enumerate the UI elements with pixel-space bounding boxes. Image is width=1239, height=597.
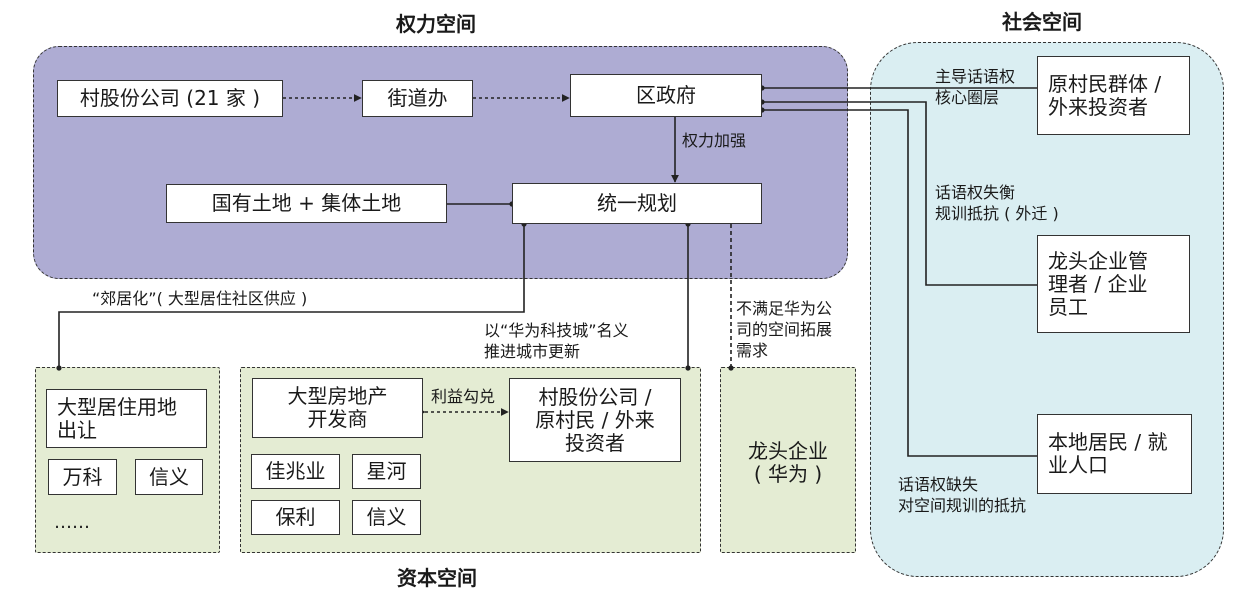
- dot-village-investors: [685, 365, 691, 371]
- land-box: 国有土地 + 集体土地: [166, 184, 447, 223]
- district-government-box: 区政府: [570, 74, 762, 117]
- unified-planning-box: 统一规划: [512, 183, 762, 224]
- power-strengthening-label: 权力加强: [682, 131, 747, 150]
- social-space-title: 社会空间: [1002, 10, 1082, 34]
- unmet-demand-label: 不满足华为公 司的空间拓展 需求: [736, 299, 833, 360]
- developer-xinghe-box: 星河: [352, 454, 421, 489]
- villagers-investors-box: 原村民群体 / 外来投资者: [1037, 56, 1190, 135]
- leading-enterprise-label: 龙头企业 ( 华为 ): [748, 439, 828, 486]
- dominant-discourse-label: 主导话语权 核心圈层: [935, 67, 1016, 107]
- developer-vanke-box: 万科: [48, 459, 117, 495]
- capital-space-huawei-region: [720, 367, 856, 553]
- line-district-to-residents: [762, 109, 1037, 457]
- suburbanization-label: “郊居化”( 大型居住社区供应 ): [92, 289, 308, 308]
- real-estate-developer-box: 大型房地产 开发商: [252, 378, 423, 438]
- village-company-investors-box: 村股份公司 / 原村民 / 外来 投资者: [509, 378, 681, 462]
- more-ellipsis: ……: [54, 512, 90, 533]
- developer-xinyi-box-2: 信义: [352, 500, 421, 535]
- capital-space-title: 资本空间: [397, 566, 477, 590]
- power-space-title: 权力空间: [396, 12, 476, 36]
- enterprise-managers-box: 龙头企业管 理者 / 企业 员工: [1037, 235, 1190, 333]
- dot-land-transfer: [56, 365, 62, 371]
- line-planning-to-land-transfer: [58, 224, 525, 368]
- village-company-box: 村股份公司 (21 家 ): [57, 80, 283, 117]
- interest-exchange-label: 利益勾兑: [431, 387, 496, 406]
- discourse-lack-label: 话语权缺失 对空间规训的抵抗: [898, 475, 1027, 515]
- developer-xinyi-box-1: 信义: [135, 459, 203, 495]
- land-transfer-box: 大型居住用地 出让: [46, 389, 207, 448]
- local-residents-box: 本地居民 / 就 业人口: [1037, 414, 1192, 494]
- developer-jiazhaoye-box: 佳兆业: [251, 454, 340, 489]
- subdistrict-office-box: 街道办: [362, 80, 473, 117]
- dot-huawei: [728, 365, 734, 371]
- developer-baoli-box: 保利: [251, 500, 340, 535]
- discourse-imbalance-label: 话语权失衡 规训抵抗 ( 外迁 ): [935, 183, 1059, 223]
- huawei-city-update-label: 以“华为科技城”名义 推进城市更新: [484, 321, 629, 361]
- line-district-to-managers: [762, 101, 1037, 286]
